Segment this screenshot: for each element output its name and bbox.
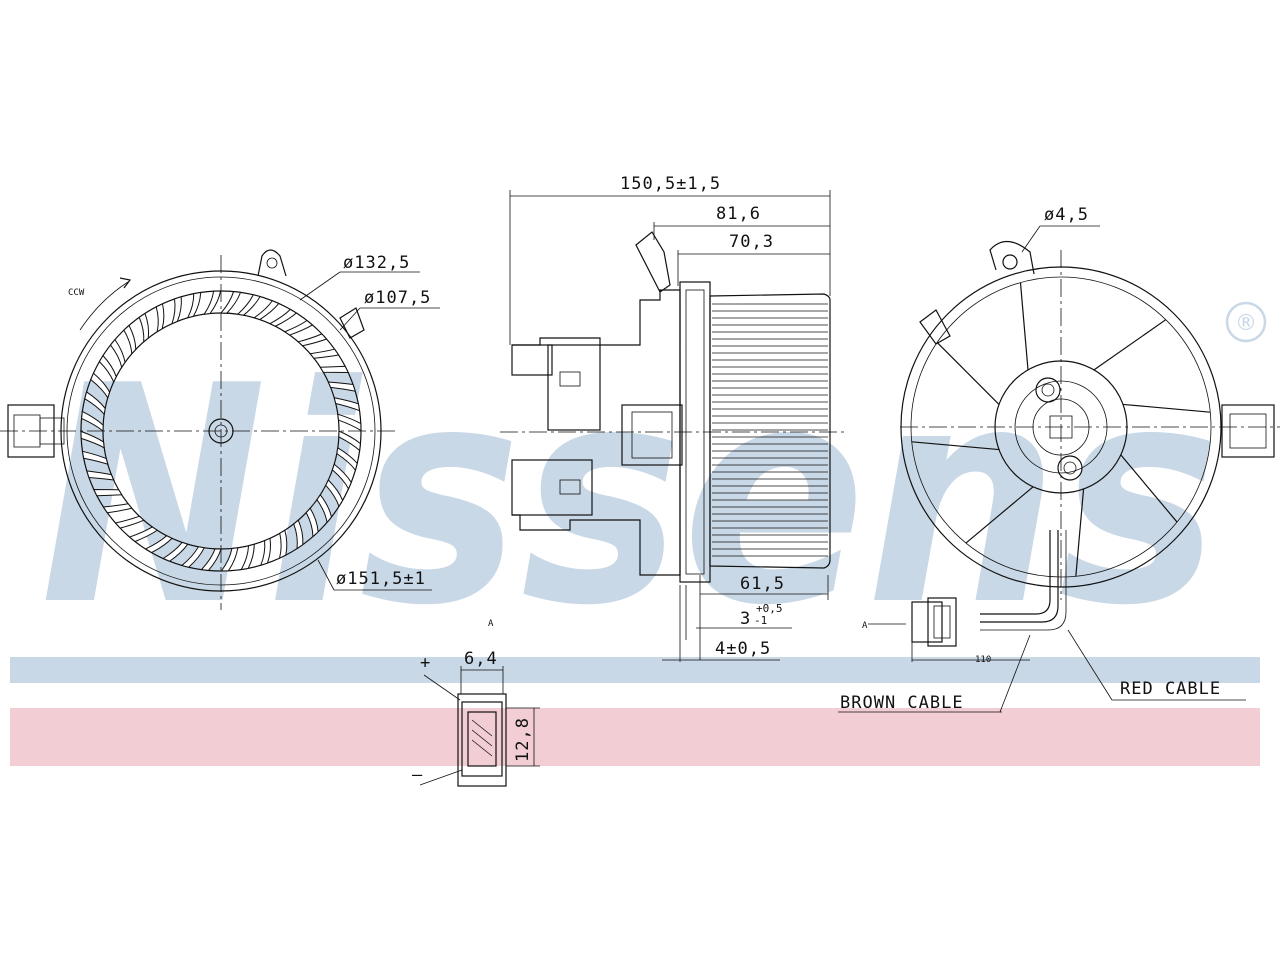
fan-blade — [316, 493, 333, 524]
watermark-blue-band — [10, 657, 1260, 683]
fan-blade — [253, 300, 280, 321]
fan-blade — [333, 397, 361, 412]
fan-blade — [203, 290, 222, 315]
connector-width: 6,4 — [464, 649, 498, 669]
dim-outer-diameter: ø132,5 — [343, 253, 410, 273]
fan-blade — [102, 503, 133, 514]
rear-strut — [1075, 488, 1085, 577]
dim-offset-tol-top: +0,5 — [756, 602, 783, 615]
rotation-label: CCW — [68, 288, 85, 298]
rear-strut — [911, 441, 1000, 451]
fan-blade — [240, 543, 255, 571]
rear-strut — [936, 341, 1000, 405]
fan-blade — [86, 470, 115, 481]
dim-offset: 3 — [740, 609, 751, 629]
registered-mark-icon: ® — [1225, 301, 1267, 343]
rear-strut — [1093, 319, 1167, 371]
fan-blade — [283, 319, 314, 336]
fan-blade — [114, 515, 145, 529]
fan-blade — [327, 381, 356, 392]
fan-slats — [712, 303, 828, 557]
fan-blade — [200, 548, 222, 571]
red-cable-label: RED CABLE — [1120, 679, 1221, 699]
fan-blade — [90, 372, 111, 399]
brown-cable-label: BROWN CABLE — [840, 693, 964, 713]
fan-blade — [305, 507, 319, 538]
front-view: CCW ø132,5 ø107,5 ø151,5±1 — [0, 249, 440, 610]
svg-text:®: ® — [1235, 311, 1257, 336]
fan-blade — [293, 519, 304, 550]
fan-blade — [155, 303, 165, 333]
fan-blade — [325, 479, 344, 508]
fan-blade — [319, 365, 349, 373]
rear-struts — [911, 282, 1211, 577]
fan-blade — [98, 354, 117, 384]
rear-strut — [1122, 403, 1211, 413]
connector-detail: + – 6,4 12,8 — [412, 649, 540, 787]
fan-blade — [338, 430, 361, 452]
rear-strut — [965, 486, 1034, 544]
dim-total-length: 150,5±1,5 — [620, 174, 721, 194]
fan-blade — [138, 312, 150, 343]
side-view: 150,5±1,5 81,6 70,3 61,5 3 +0,5 — [488, 174, 845, 662]
fan-blade — [331, 463, 352, 490]
dim-fan-length: 61,5 — [740, 574, 785, 594]
connector-minus: – — [412, 765, 423, 785]
dim-offset-tol-bottom: -1 — [754, 614, 767, 627]
side-ref-mark: A — [488, 619, 494, 629]
fan-blade — [171, 296, 182, 325]
fan-blade — [236, 294, 261, 316]
rear-ref-mark: A — [862, 621, 868, 631]
rear-strut — [1019, 282, 1029, 370]
fan-blade — [81, 410, 104, 433]
fan-blade — [93, 489, 123, 497]
dim-flange: 4±0,5 — [715, 639, 771, 659]
fan-blade — [186, 291, 202, 319]
fan-blade — [81, 450, 109, 466]
fan-blade — [123, 324, 137, 355]
dim-mid-length: 81,6 — [716, 204, 761, 224]
dim-inner-diameter: ø107,5 — [364, 288, 431, 308]
fan-blade — [162, 541, 189, 562]
dim-hole-diameter: ø4,5 — [1044, 205, 1089, 225]
fan-blade — [144, 535, 173, 554]
fan-blade — [109, 338, 126, 369]
fan-blades — [80, 290, 362, 572]
fan-blade — [128, 526, 159, 543]
fan-blade — [220, 547, 239, 572]
connector-height: 12,8 — [513, 717, 533, 762]
dim-housing-diameter: ø151,5±1 — [336, 569, 426, 589]
fan-blade — [180, 546, 205, 568]
fan-blade — [219, 291, 242, 314]
watermark-brand: Nissens — [40, 322, 1220, 671]
fan-blade — [259, 537, 272, 567]
watermark-pink-band — [10, 708, 1260, 766]
fan-blade — [336, 446, 358, 472]
fan-blade — [268, 308, 298, 327]
fan-blade — [278, 529, 288, 560]
connector-plus: + — [420, 653, 431, 673]
fan-blade — [309, 348, 340, 359]
fan-blade — [84, 391, 106, 416]
rear-view: ø4,5 110 A BR — [838, 205, 1280, 713]
rear-strut — [1120, 454, 1178, 523]
fan-blade — [297, 333, 328, 347]
dim-short-length: 70,3 — [729, 232, 774, 252]
cable-length: 110 — [975, 655, 991, 665]
